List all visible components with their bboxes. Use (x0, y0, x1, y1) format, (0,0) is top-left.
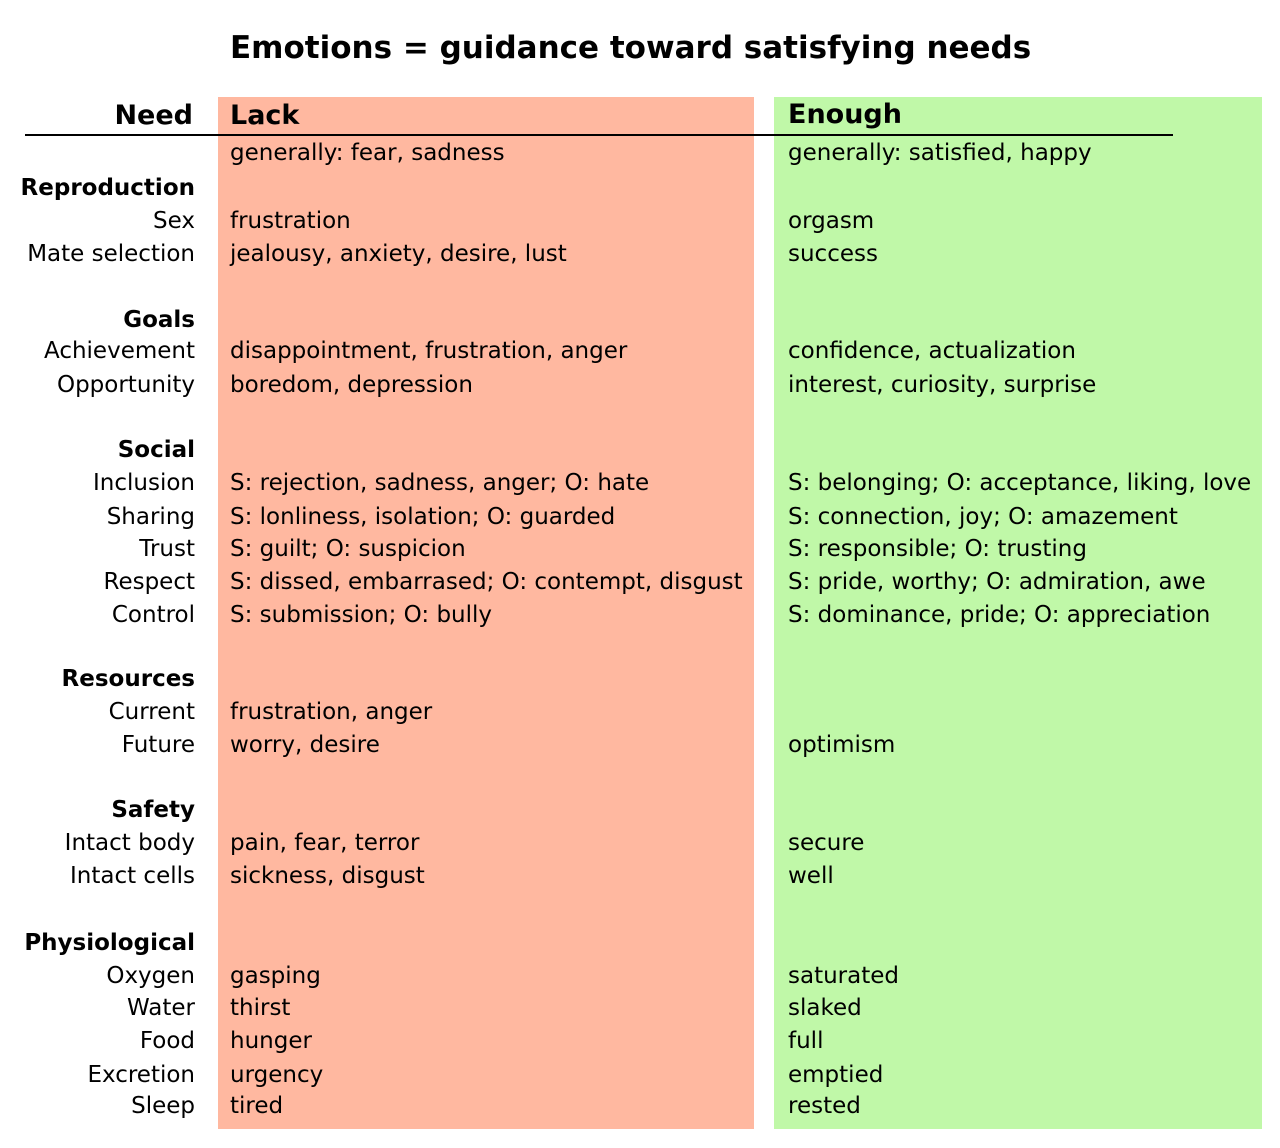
lack-emotions: disappointment, frustration, anger (230, 338, 628, 364)
enough-emotions: confidence, actualization (788, 338, 1076, 364)
enough-emotions: interest, curiosity, surprise (788, 372, 1097, 398)
enough-emotions: S: belonging; O: acceptance, liking, lov… (788, 470, 1252, 496)
need-label: Respect (103, 569, 196, 595)
enough-emotions: slaked (788, 995, 862, 1021)
enough-emotions: emptied (788, 1062, 884, 1088)
lack-emotions: frustration (230, 208, 351, 234)
need-label: Sex (153, 208, 195, 234)
lack-column-header: Lack (230, 100, 300, 131)
need-label: Opportunity (56, 372, 195, 398)
header-divider (25, 134, 1173, 136)
lack-emotions: urgency (230, 1062, 324, 1088)
lack-emotions: generally: fear, sadness (230, 140, 505, 166)
enough-emotions: saturated (788, 963, 899, 989)
need-label: Mate selection (27, 241, 195, 267)
lack-emotions: worry, desire (230, 732, 380, 758)
need-category-label: Social (117, 437, 195, 463)
enough-emotions: full (788, 1028, 824, 1054)
need-column-header: Need (114, 100, 193, 131)
lack-emotions: S: dissed, embarrased; O: contempt, disg… (230, 569, 743, 595)
need-category-label: Physiological (24, 930, 195, 956)
enough-column-background (774, 97, 1262, 1129)
lack-emotions: thirst (230, 995, 291, 1021)
enough-emotions: optimism (788, 732, 896, 758)
enough-emotions: well (788, 863, 834, 889)
need-label: Oxygen (106, 963, 195, 989)
lack-emotions: S: lonliness, isolation; O: guarded (230, 504, 616, 530)
lack-emotions: S: guilt; O: suspicion (230, 536, 466, 562)
need-label: Water (127, 995, 195, 1021)
need-category-label: Reproduction (20, 175, 195, 201)
need-category-label: Goals (123, 307, 195, 333)
enough-emotions: success (788, 241, 878, 267)
lack-emotions: tired (230, 1093, 284, 1119)
need-label: Current (108, 699, 195, 725)
lack-emotions: sickness, disgust (230, 863, 425, 889)
enough-emotions: S: pride, worthy; O: admiration, awe (788, 569, 1206, 595)
lack-emotions: hunger (230, 1028, 312, 1054)
enough-column-header: Enough (788, 99, 902, 130)
diagram-title: Emotions = guidance toward satisfying ne… (230, 30, 1032, 66)
need-label: Achievement (43, 338, 195, 364)
need-label: Excretion (87, 1062, 195, 1088)
lack-emotions: S: submission; O: bully (230, 602, 493, 628)
lack-column-background (218, 97, 754, 1129)
enough-emotions: S: connection, joy; O: amazement (788, 504, 1178, 530)
need-label: Future (121, 732, 195, 758)
need-label: Inclusion (93, 470, 195, 496)
need-category-label: Resources (61, 666, 195, 692)
lack-emotions: frustration, anger (230, 699, 433, 725)
enough-emotions: generally: satisfied, happy (788, 140, 1092, 166)
enough-emotions: orgasm (788, 208, 875, 234)
lack-emotions: jealousy, anxiety, desire, lust (230, 241, 567, 267)
need-label: Intact cells (69, 863, 195, 889)
lack-emotions: S: rejection, sadness, anger; O: hate (230, 470, 650, 496)
need-label: Food (139, 1028, 195, 1054)
enough-emotions: S: responsible; O: trusting (788, 536, 1087, 562)
need-label: Intact body (64, 830, 195, 856)
need-label: Sleep (131, 1093, 195, 1119)
need-label: Control (111, 602, 195, 628)
enough-emotions: rested (788, 1093, 861, 1119)
enough-emotions: S: dominance, pride; O: appreciation (788, 602, 1211, 628)
need-label: Sharing (106, 504, 195, 530)
lack-emotions: pain, fear, terror (230, 830, 420, 856)
need-category-label: Safety (111, 797, 195, 823)
lack-emotions: gasping (230, 963, 321, 989)
lack-emotions: boredom, depression (230, 372, 473, 398)
need-label: Trust (139, 536, 195, 562)
enough-emotions: secure (788, 830, 865, 856)
